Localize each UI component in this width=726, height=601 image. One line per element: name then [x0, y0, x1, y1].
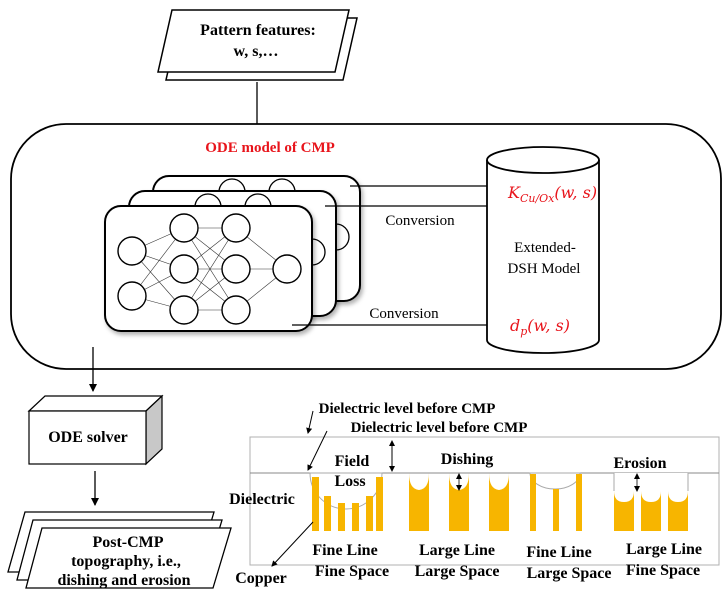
ode-solver-box: ODE solver — [27, 394, 164, 466]
conversion-label-bottom: Conversion — [369, 306, 439, 322]
label-dielectric: Dielectric — [229, 491, 295, 508]
nn-nodes — [117, 213, 302, 325]
nn-node — [169, 213, 199, 243]
nn-node — [117, 281, 147, 311]
label-erosion: Erosion — [613, 455, 666, 472]
label-copper: Copper — [235, 570, 287, 587]
erosion-walls — [613, 473, 689, 491]
group-1-line1: Fine Line — [312, 542, 377, 559]
copper-large-line — [668, 491, 688, 531]
neural-network-stack — [104, 175, 361, 332]
copper-large-line — [489, 473, 509, 531]
extended-dsh-cylinder: Extended- DSH Model KCu/Ox(w, s) dp(w, s… — [486, 146, 600, 354]
nn-edge — [183, 227, 237, 311]
copper-line — [312, 477, 319, 531]
arrow-copper — [271, 521, 314, 567]
group-4-line2: Fine Space — [626, 562, 700, 579]
nn-node — [272, 254, 302, 284]
param-dp: dp(w, s) — [510, 316, 570, 338]
copper-line — [352, 503, 359, 531]
copper-line — [324, 496, 331, 531]
arrow-dielectric-level-2 — [307, 430, 328, 471]
output-line1: Post-CMP — [92, 534, 163, 551]
group-3-line2: Large Space — [527, 565, 612, 582]
label-dishing: Dishing — [441, 451, 493, 468]
ode-solver-label: ODE solver — [48, 429, 128, 446]
nn-node — [117, 236, 147, 266]
nn-node — [169, 295, 199, 325]
label-loss: Loss — [334, 473, 365, 490]
group-4-line1: Large Line — [626, 541, 702, 558]
copper-line — [530, 474, 536, 531]
nn-node — [221, 213, 251, 243]
group-3-line1: Fine Line — [526, 544, 591, 561]
copper-large-line — [409, 473, 429, 531]
copper-large-line — [641, 491, 661, 531]
cylinder-label-line2: DSH Model — [508, 261, 581, 277]
copper-large-line — [614, 491, 634, 531]
nn-node — [221, 295, 251, 325]
nn-card-front — [104, 205, 313, 332]
cmp-profile-panel: Dielectric level before CMP Dielectric l… — [229, 401, 720, 587]
nn-node — [221, 254, 251, 284]
param-kcu-ox: KCu/Ox(w, s) — [507, 183, 597, 205]
post-cmp-output-box: Post-CMP topography, i.e., dishing and e… — [7, 511, 232, 589]
copper-line — [366, 496, 373, 531]
profile-shapes — [309, 472, 689, 531]
group-2-line1: Large Line — [419, 542, 495, 559]
input-label-line1: Pattern features: — [200, 22, 316, 39]
arrow-dielectric-level-1 — [306, 410, 314, 434]
cylinder-top — [486, 146, 600, 174]
label-dielectric-level-2: Dielectric level before CMP — [351, 420, 528, 436]
conversion-label-top: Conversion — [385, 213, 455, 229]
cylinder-label-line1: Extended- — [514, 240, 576, 256]
nn-node — [169, 254, 199, 284]
group-1-line2: Fine Space — [315, 563, 389, 580]
pattern-features-box: Pattern features: w, s,… — [157, 9, 358, 81]
copper-large-line — [449, 473, 469, 531]
label-field: Field — [335, 453, 370, 470]
erosion-recess — [614, 473, 688, 492]
output-line3: dishing and erosion — [57, 572, 190, 589]
copper-line — [553, 489, 559, 531]
copper-line — [376, 477, 383, 531]
output-line2: topography, i.e., — [71, 553, 181, 570]
label-dielectric-level-1: Dielectric level before CMP — [319, 401, 496, 417]
copper-line — [338, 503, 345, 531]
input-label-line2: w, s,… — [234, 43, 279, 60]
copper-line — [576, 474, 582, 531]
input-sheet-front — [157, 9, 350, 73]
ode-model-title: ODE model of CMP — [205, 140, 335, 156]
group-2-line2: Large Space — [415, 563, 500, 580]
